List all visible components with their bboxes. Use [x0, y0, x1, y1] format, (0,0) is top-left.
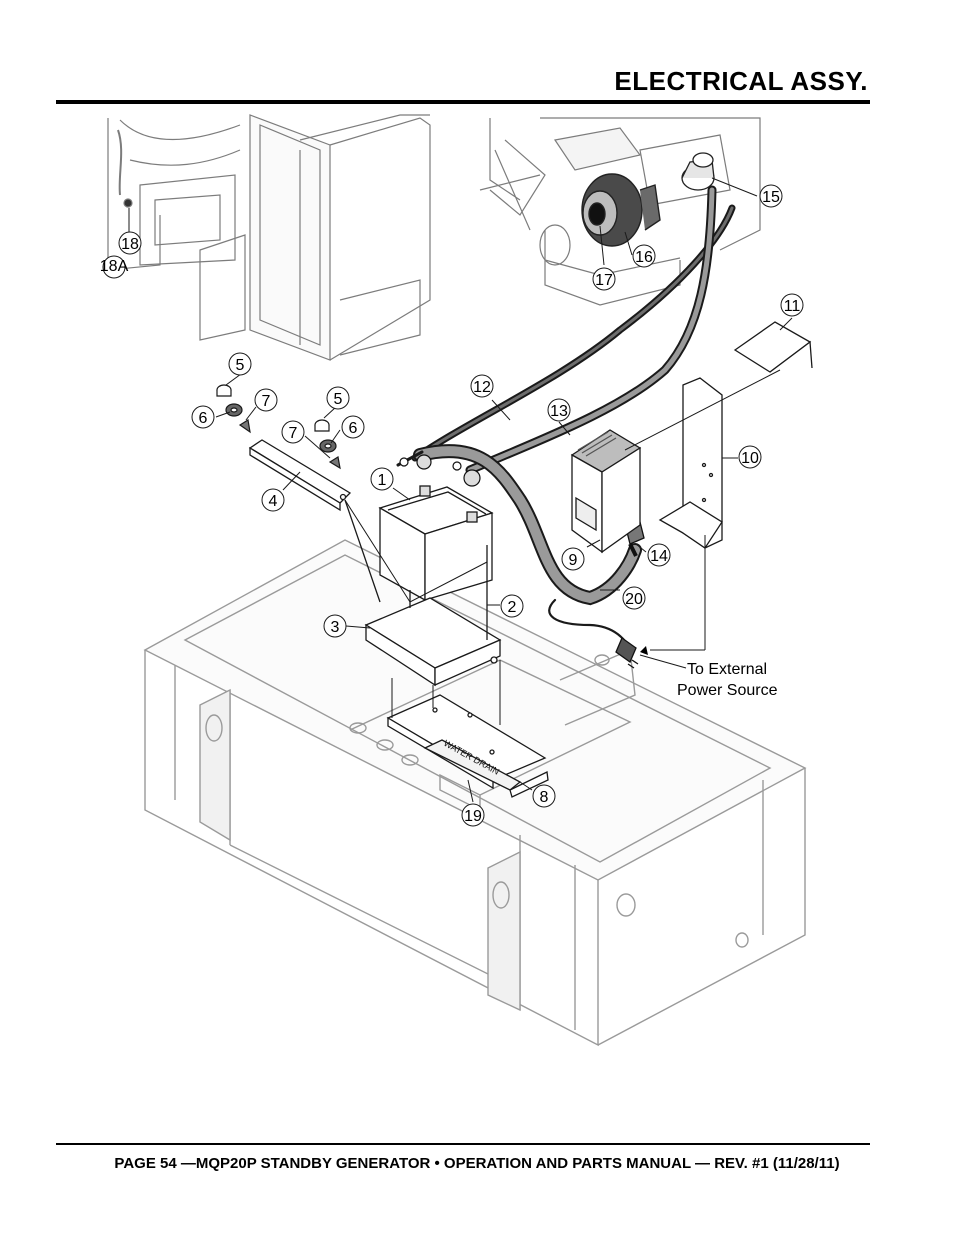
annotation-line-2: Power Source — [677, 682, 778, 699]
callout-6b: 6 — [349, 420, 358, 437]
leader-lines — [128, 177, 793, 803]
callout-17: 17 — [595, 272, 613, 289]
callouts — [102, 184, 804, 827]
callout-1: 1 — [378, 472, 387, 489]
alternator — [581, 173, 661, 247]
annotation-line-1: To External — [687, 661, 767, 678]
hardware — [216, 384, 341, 470]
decal — [733, 321, 813, 373]
callout-16: 16 — [635, 249, 653, 266]
cables — [396, 185, 736, 652]
callout-19: 19 — [464, 808, 482, 825]
callout-7: 7 — [262, 393, 271, 410]
callout-18a: 18A — [100, 258, 129, 275]
footer-rule — [56, 1143, 870, 1145]
battery-terminals — [399, 454, 481, 487]
mounting-plate — [386, 694, 549, 798]
base-frame — [143, 539, 807, 1047]
hold-down-bracket — [248, 439, 352, 512]
callout-15: 15 — [762, 189, 780, 206]
starter-relay — [681, 152, 715, 191]
arrow-head — [640, 646, 648, 655]
external-power-annotation: To External Power Source — [677, 661, 778, 699]
page-footer: PAGE 54 —MQP20P STANDBY GENERATOR • OPER… — [114, 1155, 840, 1172]
callout-5b: 5 — [334, 391, 343, 408]
callout-11: 11 — [784, 298, 801, 315]
engine-left — [107, 114, 431, 361]
callout-4: 4 — [269, 493, 278, 510]
hold-down-rods — [344, 499, 488, 640]
charger-bracket — [658, 377, 723, 549]
callout-12: 12 — [473, 379, 491, 396]
callout-9: 9 — [569, 552, 578, 569]
callout-7b: 7 — [289, 425, 298, 442]
callout-8: 8 — [540, 789, 549, 806]
battery — [378, 485, 494, 602]
plug — [615, 637, 639, 669]
callout-2: 2 — [508, 599, 517, 616]
callout-18: 18 — [121, 236, 139, 253]
callout-labels: 1 2 3 4 5 5 6 6 7 7 8 9 10 11 12 13 14 1… — [100, 189, 801, 825]
callout-14: 14 — [650, 548, 668, 565]
callout-13: 13 — [550, 403, 568, 420]
callout-5: 5 — [236, 357, 245, 374]
page-title: ELECTRICAL ASSY. — [614, 66, 868, 96]
engine-right — [479, 117, 761, 306]
header-rule — [56, 100, 870, 104]
battery-charger — [570, 429, 642, 554]
battery-tray — [364, 597, 502, 687]
callout-6: 6 — [199, 410, 208, 427]
callout-20: 20 — [625, 591, 643, 608]
callout-3: 3 — [331, 619, 340, 636]
callout-10: 10 — [741, 450, 759, 467]
